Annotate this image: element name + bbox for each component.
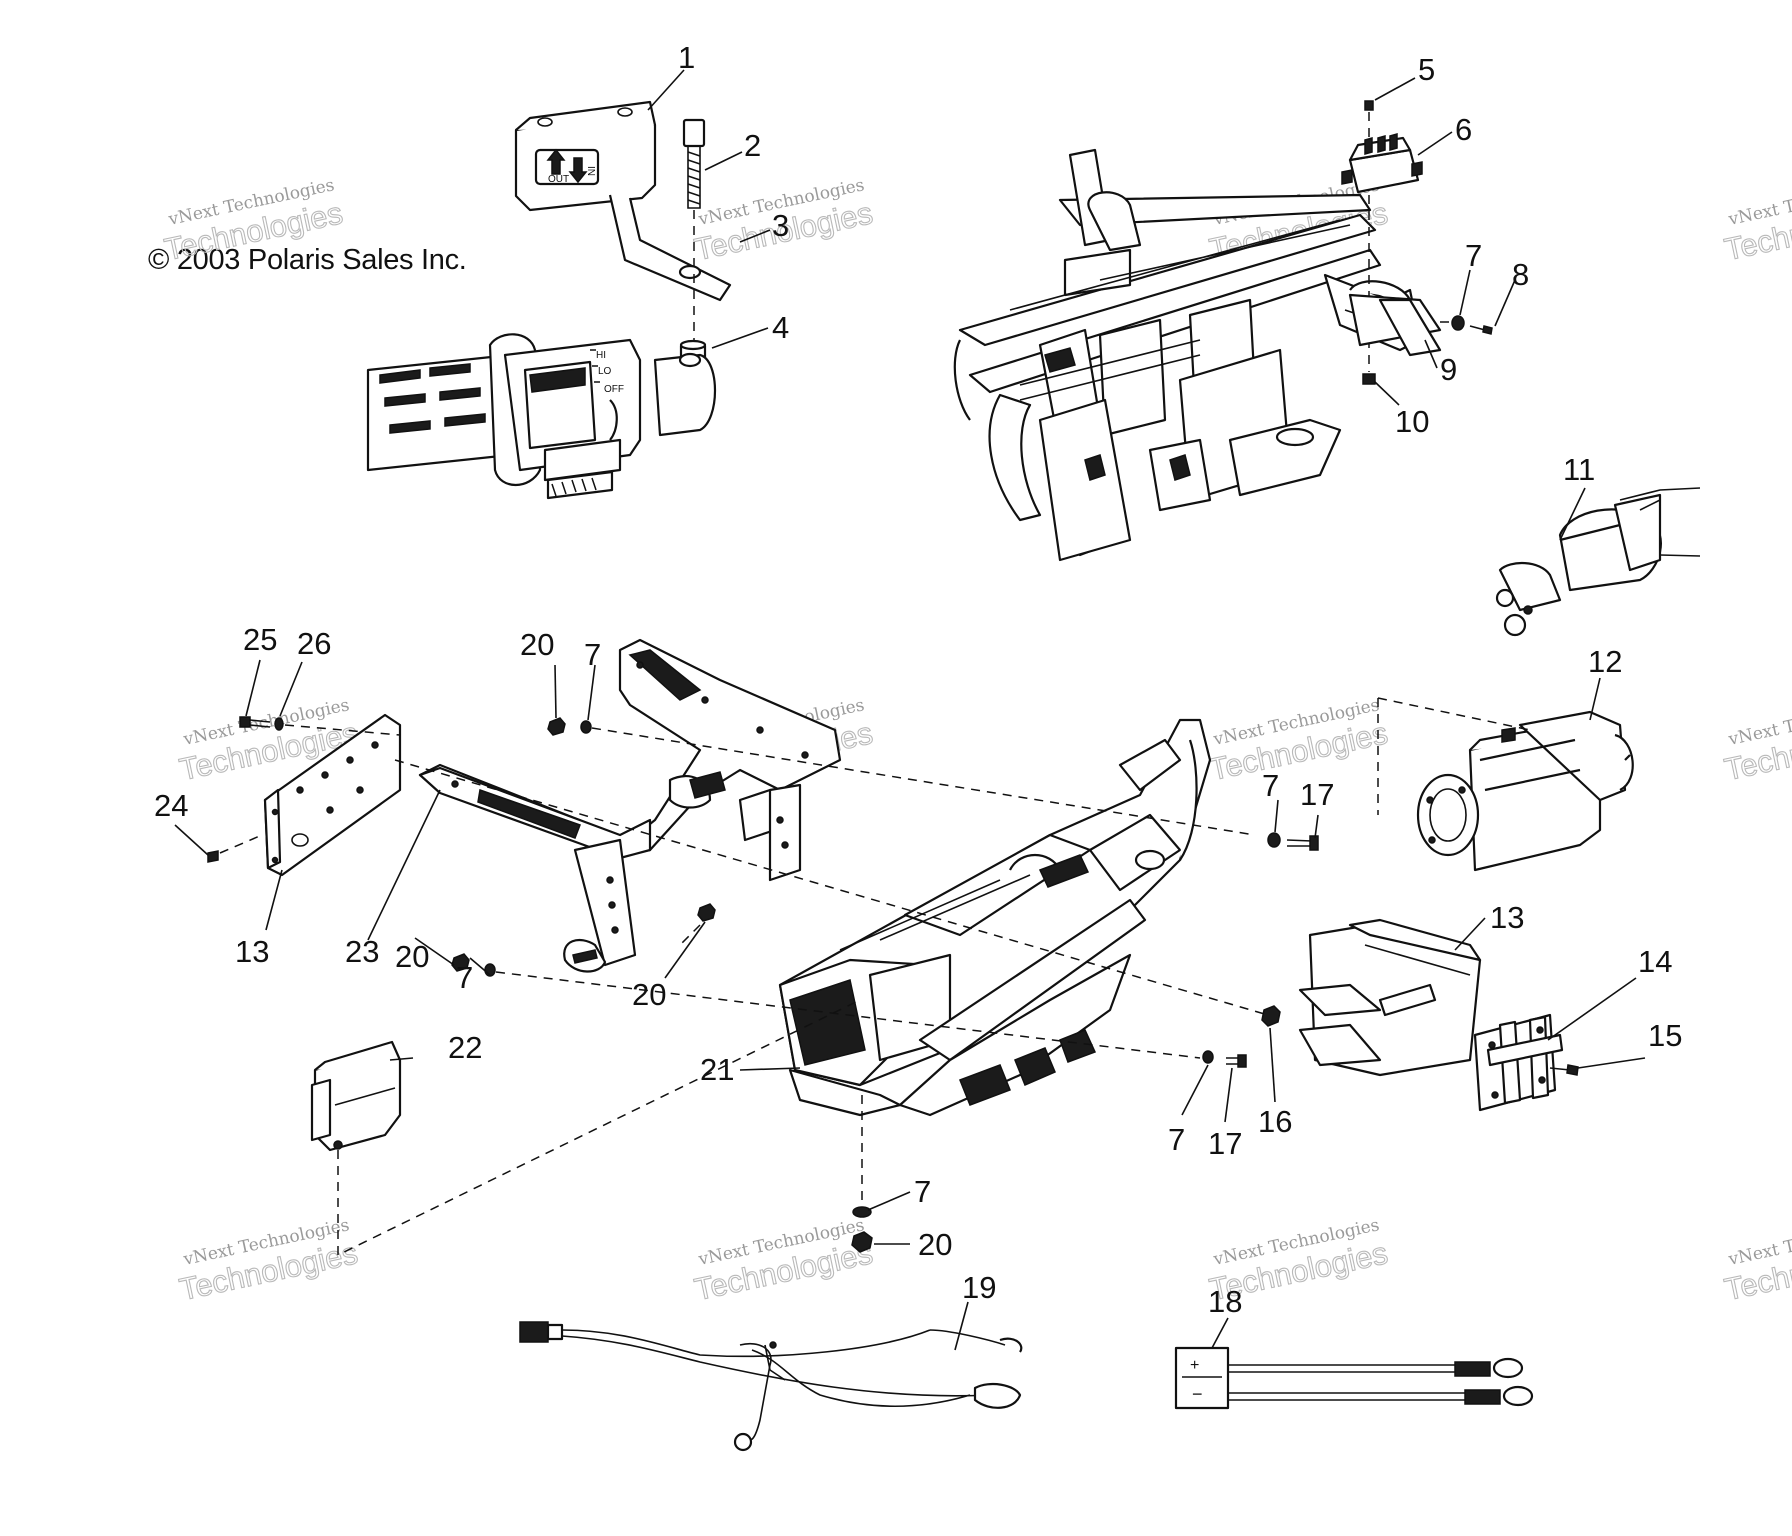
assembly-line-25 <box>284 724 401 736</box>
callout-8: 8 <box>1512 257 1529 292</box>
callout-12: 12 <box>1588 644 1622 679</box>
watermark-12: vNext Technologies Technologies <box>1721 1215 1792 1308</box>
part-14-fairlead[interactable] <box>1473 1013 1564 1112</box>
callout-13-left: 13 <box>235 934 269 969</box>
battery-minus: − <box>1192 1384 1203 1404</box>
callout-3: 3 <box>772 208 789 243</box>
part-20-nut-center[interactable] <box>697 903 716 922</box>
watermark-1: vNext Technologies Technologies <box>161 175 346 268</box>
part-18-battery-cable[interactable]: + − <box>1174 1346 1534 1410</box>
part-6-solenoid[interactable] <box>1341 133 1423 194</box>
callout-7-lower: 7 <box>1168 1122 1185 1157</box>
switch-label-out: OUT <box>548 174 569 185</box>
part-1-switch-housing[interactable]: OUT IN <box>514 100 732 302</box>
callout-23: 23 <box>345 934 379 969</box>
callout-15: 15 <box>1648 1018 1682 1053</box>
callout-22: 22 <box>448 1030 482 1065</box>
part-7-washer-top[interactable] <box>1451 315 1465 331</box>
part-13-plate-left[interactable] <box>263 713 402 877</box>
watermark-8: vNext Technologies Technologies <box>1721 695 1792 788</box>
callout-7-left: 7 <box>456 960 473 995</box>
part-16-nut[interactable] <box>1261 1005 1281 1027</box>
callout-7-top: 7 <box>1465 238 1482 273</box>
assembly-line-low <box>495 971 1201 1059</box>
callout-25: 25 <box>243 622 277 657</box>
callout-7-bottom: 7 <box>914 1174 931 1209</box>
watermark-10: vNext Technologies Technologies <box>691 1215 876 1308</box>
part-8-bolt[interactable] <box>1469 325 1493 335</box>
callout-6: 6 <box>1455 112 1472 147</box>
part-17-bolt-upper[interactable] <box>1286 835 1319 851</box>
callout-10: 10 <box>1395 404 1429 439</box>
callout-20-center: 20 <box>632 977 666 1012</box>
part-21-bumper[interactable] <box>778 718 1212 1117</box>
switch-label-lo: LO <box>598 366 612 377</box>
part-20-nut-top[interactable] <box>547 717 566 736</box>
callout-18: 18 <box>1208 1284 1242 1319</box>
handlebar-light-switch: HI LO OFF <box>366 333 716 500</box>
switch-label-in: IN <box>585 166 596 176</box>
callout-14: 14 <box>1638 944 1672 979</box>
part-5-screw[interactable] <box>1364 100 1374 111</box>
part-24-screw[interactable] <box>207 850 219 863</box>
part-20-nut-bottom[interactable] <box>851 1231 873 1253</box>
part-25-bolt[interactable] <box>239 716 271 728</box>
callouts: 1 2 3 4 5 6 7 8 9 10 11 12 13 14 15 16 1… <box>154 40 1682 1319</box>
part-20-nut-left[interactable] <box>451 953 470 972</box>
part-12-winch[interactable] <box>1416 710 1634 872</box>
callout-9: 9 <box>1440 352 1457 387</box>
part-13-winch-mount[interactable] <box>1298 918 1482 1077</box>
part-7-washer-top-mount[interactable] <box>580 720 592 734</box>
callout-1: 1 <box>678 40 695 75</box>
part-26-washer[interactable] <box>274 717 284 731</box>
battery-plus: + <box>1190 1357 1199 1374</box>
watermark-7: vNext Technologies Technologies <box>1206 695 1391 788</box>
part-2-bolt[interactable] <box>682 118 706 209</box>
watermark-4: vNext Technologies Technologies <box>1721 175 1792 268</box>
part-7-washer-mid[interactable] <box>1267 832 1281 848</box>
callout-4: 4 <box>772 310 789 345</box>
assembly-line-12-b <box>1377 697 1531 731</box>
switch-label-hi: HI <box>596 350 606 361</box>
callout-7-mid: 7 <box>1262 768 1279 803</box>
callout-7-top-mount: 7 <box>584 637 601 672</box>
assembly-line-24 <box>219 834 263 854</box>
callout-17-lower: 17 <box>1208 1126 1242 1161</box>
part-9-bracket[interactable] <box>1348 293 1442 357</box>
watermark-9: vNext Technologies Technologies <box>176 1215 361 1308</box>
atv-frame <box>953 148 1422 562</box>
callout-20-left: 20 <box>395 939 429 974</box>
switch-label-off: OFF <box>604 384 624 395</box>
callout-2: 2 <box>744 128 761 163</box>
callout-24: 24 <box>154 788 188 823</box>
part-15-bolt[interactable] <box>1549 1064 1579 1076</box>
part-19-wire-harness[interactable] <box>519 1321 1023 1452</box>
callout-5: 5 <box>1418 52 1435 87</box>
assembly-line-22 <box>337 999 861 1257</box>
callout-21: 21 <box>700 1052 734 1087</box>
callout-26: 26 <box>297 626 331 661</box>
callout-13-right: 13 <box>1490 900 1524 935</box>
part-7-washer-lower[interactable] <box>1202 1050 1214 1064</box>
callout-20-top: 20 <box>520 627 554 662</box>
part-23-mount-plate[interactable] <box>418 638 842 973</box>
callout-16: 16 <box>1258 1104 1292 1139</box>
part-10-nut[interactable] <box>1362 373 1376 385</box>
part-22-work-light[interactable] <box>310 1040 402 1152</box>
callout-19: 19 <box>962 1270 996 1305</box>
callout-17-upper: 17 <box>1300 777 1334 812</box>
assembly-line-mid <box>394 759 1269 1016</box>
part-11-hand-remote[interactable] <box>1495 487 1701 637</box>
callout-11: 11 <box>1563 452 1595 487</box>
part-17-bolt-lower[interactable] <box>1226 1054 1247 1068</box>
leader-lines <box>174 69 1646 1351</box>
callout-20-bottom: 20 <box>918 1227 952 1262</box>
assembly-line-20c <box>679 924 701 946</box>
part-7-washer-bottom[interactable] <box>852 1206 872 1218</box>
copyright-notice: © 2003 Polaris Sales Inc. <box>148 244 467 276</box>
